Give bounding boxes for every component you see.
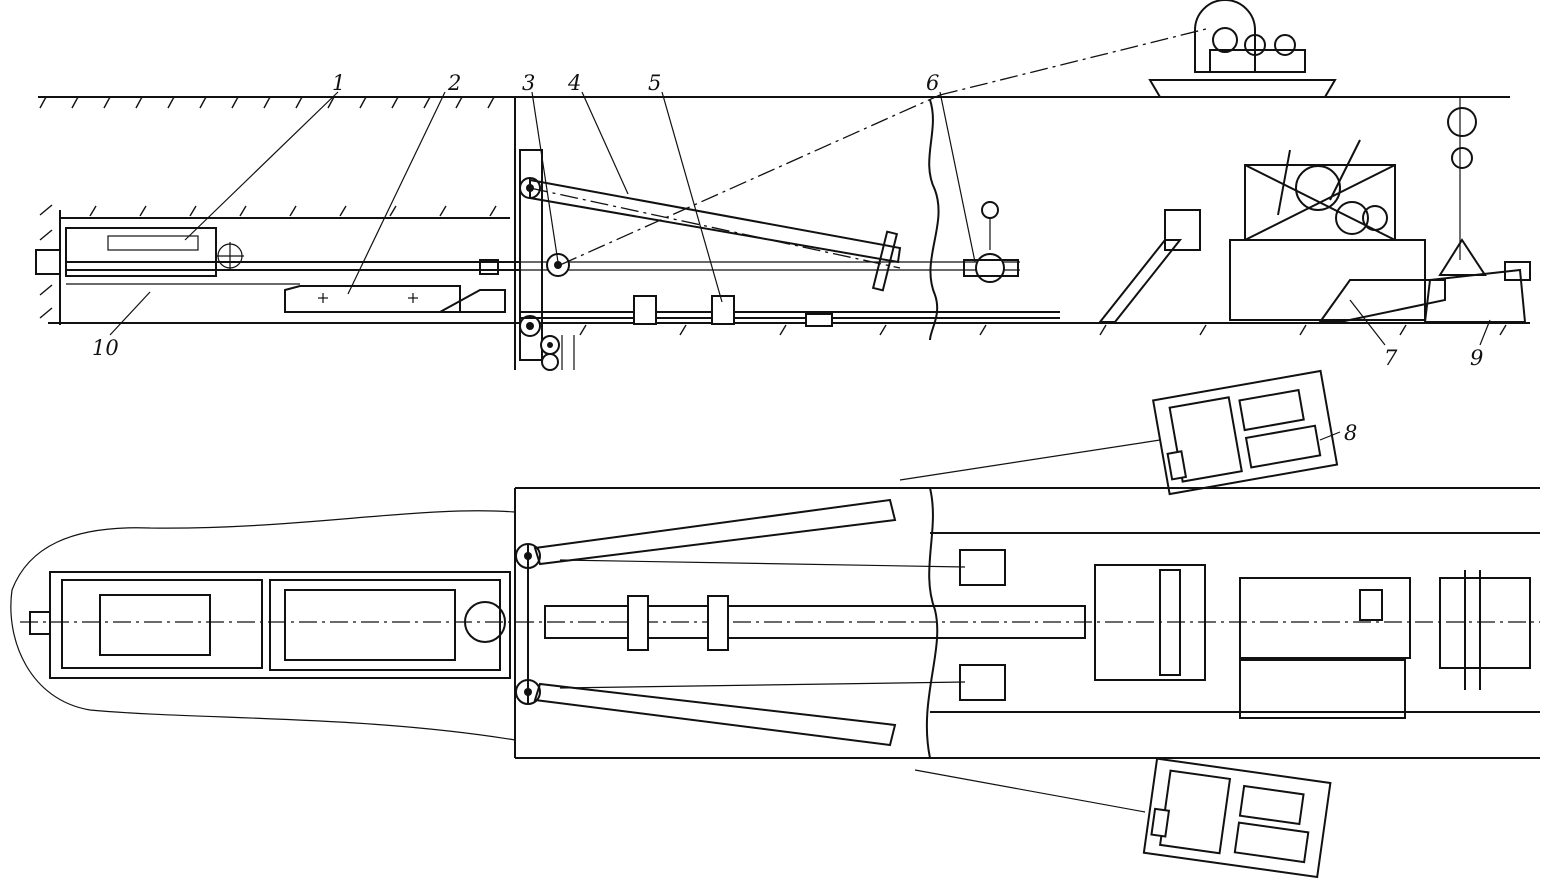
callout-3: 3 [522, 71, 535, 95]
plan-view [10, 369, 1540, 879]
rock-outline [10, 510, 516, 741]
hydraulic-jack [284, 259, 506, 313]
callout-5: 5 [648, 71, 661, 95]
callout-4: 4 [567, 71, 581, 95]
callout-10: 10 [92, 336, 119, 360]
callout-9: 9 [1470, 346, 1483, 370]
callout-7: 7 [1384, 346, 1398, 370]
drive-rails [66, 261, 1020, 285]
pusher-beams [529, 178, 902, 292]
pipe-string [520, 295, 1060, 327]
ground-surface [38, 96, 1510, 109]
callout-1: 1 [332, 71, 345, 95]
side-elevation [35, 0, 1531, 371]
callout-leaders [109, 91, 1491, 441]
callout-labels: 1 2 3 4 5 6 7 8 9 10 [92, 71, 1483, 445]
tunnel-bore [39, 204, 1507, 336]
crane-hook [1438, 97, 1487, 276]
cutter-head [35, 227, 244, 277]
plan-pusher-beams [515, 498, 1086, 747]
plan-machine [20, 571, 1540, 679]
launch-shaft [514, 97, 575, 371]
callout-6: 6 [926, 71, 939, 95]
callout-8: 8 [1344, 421, 1357, 445]
pulley-block [963, 201, 1019, 283]
receiving-pit [1090, 139, 1531, 324]
plan-winch-top [1151, 369, 1339, 496]
plan-winch-bottom [1142, 757, 1332, 879]
surface-winch [1148, 0, 1337, 98]
haul-cable [559, 27, 1211, 266]
plan-receiving-machinery [1094, 564, 1531, 719]
plan-break-line [925, 487, 939, 759]
callout-2: 2 [447, 71, 461, 95]
break-line [928, 99, 940, 341]
